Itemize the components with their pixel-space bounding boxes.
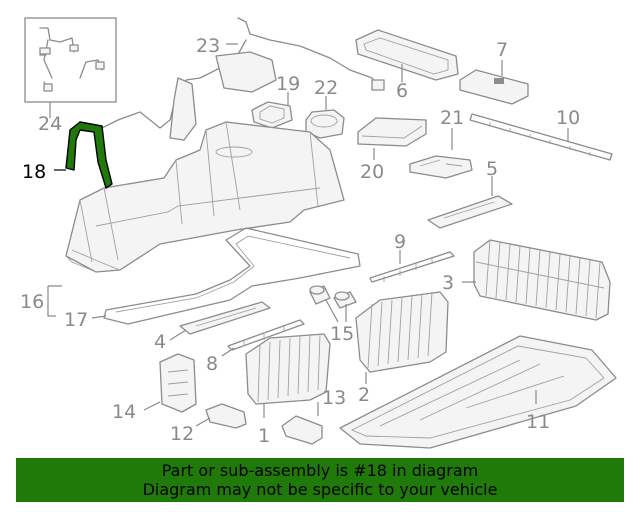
part-2-cell-stack[interactable] (355, 291, 449, 384)
callout-1: 1 (258, 425, 270, 447)
part-10-rail-strip[interactable] (469, 113, 613, 161)
part-15-bushings[interactable] (309, 285, 357, 323)
part-22-fan-motor[interactable] (305, 96, 345, 139)
part-4-plate[interactable] (169, 301, 271, 341)
part-20-module-box[interactable] (357, 117, 427, 160)
callout-8: 8 (206, 353, 218, 375)
callout-5: 5 (486, 158, 498, 180)
callout-17: 17 (64, 309, 88, 331)
footer-line-2: Diagram may not be specific to your vehi… (142, 480, 498, 499)
callout-18: 18 (22, 161, 46, 183)
part-16-battery-housing[interactable] (65, 121, 345, 273)
part-6-module-bracket[interactable] (355, 29, 459, 82)
callout-7: 7 (496, 39, 508, 61)
part-17-leader (91, 315, 107, 319)
callout-3: 3 (442, 272, 454, 294)
part-8-strip[interactable] (221, 319, 305, 357)
callout-2: 2 (358, 384, 370, 406)
part-5-plate[interactable] (427, 176, 513, 229)
callout-10: 10 (556, 107, 580, 129)
part-12-bracket[interactable] (195, 403, 247, 429)
part-21-bracket[interactable] (409, 128, 473, 179)
part-7-control-module[interactable] (459, 60, 529, 105)
footer-banner: Part or sub-assembly is #18 in diagram D… (16, 458, 624, 502)
part-24-harness-inset[interactable] (24, 17, 117, 118)
callout-24: 24 (38, 113, 62, 135)
part-1-cell-stack[interactable] (245, 333, 331, 418)
part-17-seal-gasket[interactable] (103, 227, 361, 325)
callout-21: 21 (440, 107, 464, 129)
callout-22: 22 (314, 77, 338, 99)
part-3-cell-stack[interactable] (462, 239, 611, 321)
callout-12: 12 (170, 423, 194, 445)
callout-23: 23 (196, 35, 220, 57)
callout-20: 20 (360, 161, 384, 183)
callout-19: 19 (276, 73, 300, 95)
footer-line-1: Part or sub-assembly is #18 in diagram (161, 461, 479, 480)
callout-11: 11 (526, 411, 550, 433)
part-18-bracket-highlighted[interactable] (54, 121, 113, 189)
callout-13: 13 (322, 387, 346, 409)
callout-6: 6 (396, 80, 408, 102)
part-11-tray[interactable] (339, 335, 617, 449)
part-13-cover[interactable] (281, 402, 323, 445)
callout-14: 14 (112, 401, 136, 423)
part-14-junction-block[interactable] (143, 353, 197, 413)
part-9-strip[interactable] (369, 250, 455, 283)
callout-15: 15 (330, 323, 354, 345)
callout-4: 4 (154, 331, 166, 353)
callout-9: 9 (394, 231, 406, 253)
part-23-wiring-harness[interactable] (101, 17, 385, 141)
part-16-leader (47, 285, 62, 317)
part-19-gasket[interactable] (251, 92, 293, 129)
callout-16: 16 (20, 291, 44, 313)
